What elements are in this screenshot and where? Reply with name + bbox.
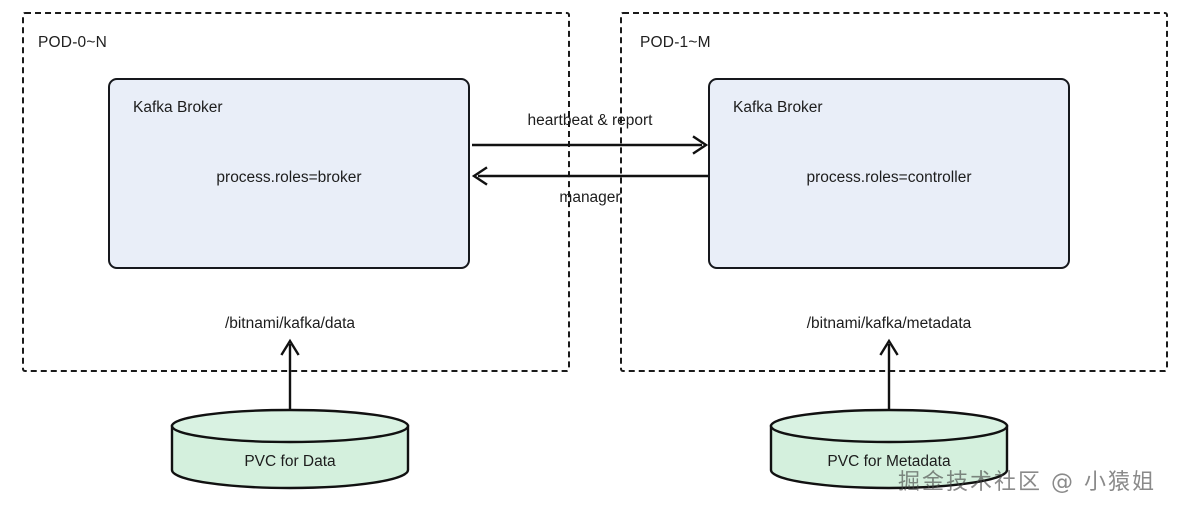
pod-container-broker [22,12,570,372]
edge-label-manager: manager [559,189,621,206]
pvc-cylinder-data [170,408,410,490]
pod-container-controller [620,12,1168,372]
mount-path-label-metadata: /bitnami/kafka/metadata [806,315,972,332]
kafka-broker-title-right: Kafka Broker [733,99,823,116]
mount-path-label-data: /bitnami/kafka/data [224,315,356,332]
kafka-broker-roles-right: process.roles=controller [806,169,972,186]
edge-label-heartbeat: heartbeat & report [527,112,653,129]
pvc-cylinder-metadata [769,408,1009,490]
kafka-broker-title-left: Kafka Broker [133,99,223,116]
pod-label-broker: POD-0~N [38,34,108,51]
kafka-broker-roles-left: process.roles=broker [216,169,362,186]
mount-arrow-metadata [879,338,899,410]
edge-arrow-manager [471,166,708,186]
pvc-label-data: PVC for Data [244,453,336,470]
pod-label-controller: POD-1~M [640,34,711,51]
edge-arrow-heartbeat [472,135,709,155]
kafka-broker-box-right [708,78,1070,269]
pvc-label-metadata: PVC for Metadata [827,453,951,470]
watermark-text: 掘金技术社区 @ 小猿姐 [898,470,1156,495]
mount-arrow-data [280,338,300,410]
kafka-broker-box-left [108,78,470,269]
